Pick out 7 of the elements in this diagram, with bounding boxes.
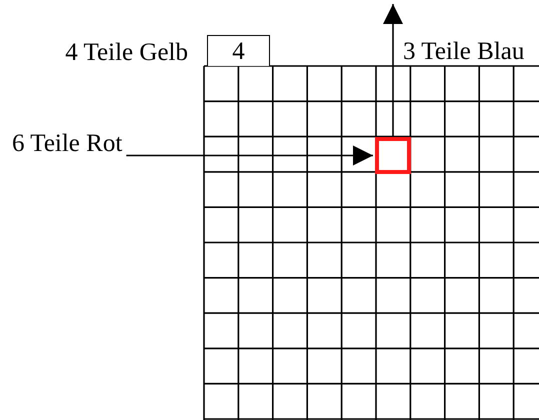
- arrow: [383, 4, 403, 137]
- part-label: 3 Teile Blau: [403, 39, 524, 64]
- part-label: 4 Teile Gelb: [65, 40, 188, 65]
- count-label: 4: [232, 38, 245, 64]
- part-label: 6 Teile Rot: [12, 131, 122, 156]
- arrow: [126, 146, 373, 166]
- highlighted-cell: [375, 137, 411, 174]
